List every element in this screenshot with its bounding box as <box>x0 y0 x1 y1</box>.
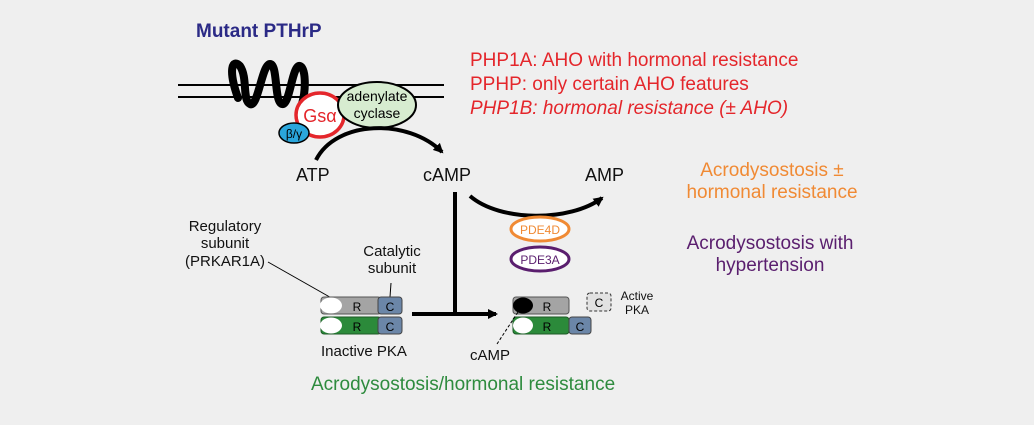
inactive-r-bottom-label: R <box>353 320 362 334</box>
acrodysostosis-htn-line1: Acrodysostosis with <box>686 233 854 254</box>
regulatory-line3: (PRKAR1A) <box>184 252 266 270</box>
php1a-label: PHP1A: AHO with hormonal resistance <box>470 50 799 71</box>
acrodysostosis-pm-line1: Acrodysostosis ± <box>700 160 844 181</box>
pde4d-shape <box>509 215 571 243</box>
receptor-coil <box>228 59 309 109</box>
active-c-bottom <box>568 316 592 335</box>
regulatory-subunit-label: Regulatory subunit (PRKAR1A) <box>160 218 290 270</box>
inactive-r-top-label: R <box>353 300 362 314</box>
active-camp-site-bottom <box>513 317 533 334</box>
acrodysostosis-pm-line2: hormonal resistance <box>686 181 858 203</box>
inactive-c-bottom <box>377 316 403 335</box>
acrodysostosis-pm-label: Acrodysostosis ± hormonal resistance <box>672 160 872 204</box>
php1b-label: PHP1B: hormonal resistance (± AHO) <box>470 98 789 119</box>
acrodysostosis-htn-line2: hypertension <box>715 254 825 276</box>
active-c-bottom-label: C <box>576 320 585 334</box>
inactive-pka-label: Inactive PKA <box>321 343 407 360</box>
active-r-top-label: R <box>543 300 552 314</box>
active-c-free <box>586 292 612 312</box>
catalytic-subunit-label: Catalytic subunit <box>342 243 442 278</box>
pde3a-label: PDE3A <box>520 253 559 267</box>
camp-to-amp-arrow <box>468 194 604 218</box>
inactive-camp-site-top <box>320 297 342 314</box>
camp-dashed-pointer <box>496 311 519 345</box>
regulatory-pointer-line <box>267 261 336 301</box>
regulatory-line1: Regulatory <box>188 218 262 235</box>
camp-bottom-label: cAMP <box>470 347 511 364</box>
pde3a-shape <box>509 245 571 273</box>
amp-label: AMP <box>585 165 625 185</box>
inactive-camp-site-bottom <box>320 317 342 334</box>
active-pka: R R C C <box>512 292 612 335</box>
inactive-c-top-label: C <box>386 300 395 314</box>
active-r-bottom-label: R <box>543 320 552 334</box>
inactive-c-top <box>377 296 403 315</box>
pde4d-label: PDE4D <box>520 223 560 237</box>
catalytic-line1: Catalytic <box>363 243 421 260</box>
gs-alpha-label: Gsα <box>303 106 336 126</box>
mutant-pthrp-label: Mutant PTHrP <box>196 21 322 42</box>
cyclase-label: cyclase <box>354 105 401 121</box>
regulatory-line2: subunit <box>200 235 250 253</box>
adenylate-label: adenylate <box>347 88 408 104</box>
active-pka-label: Active PKA <box>614 289 660 318</box>
active-camp-bound <box>513 297 533 314</box>
beta-gamma-label: β/γ <box>286 127 302 141</box>
camp-label: cAMP <box>423 165 472 185</box>
pphp-label: PPHP: only certain AHO features <box>470 74 749 95</box>
inactive-c-bottom-label: C <box>386 320 395 334</box>
inactive-pka: R C R C <box>320 296 403 335</box>
active-pka-line2: PKA <box>624 302 649 317</box>
catalytic-pointer-line <box>389 282 392 298</box>
active-pka-line1: Active <box>620 289 654 303</box>
acrodysostosis-htn-label: Acrodysostosis with hypertension <box>670 233 870 277</box>
catalytic-line2: subunit <box>367 260 417 278</box>
acrodysostosis-hormonal-label: Acrodysostosis/hormonal resistance <box>311 374 616 395</box>
atp-to-camp-arrow <box>314 126 444 161</box>
active-c-free-label: C <box>595 296 604 310</box>
atp-label: ATP <box>296 165 330 185</box>
beta-gamma-shape <box>278 122 310 144</box>
